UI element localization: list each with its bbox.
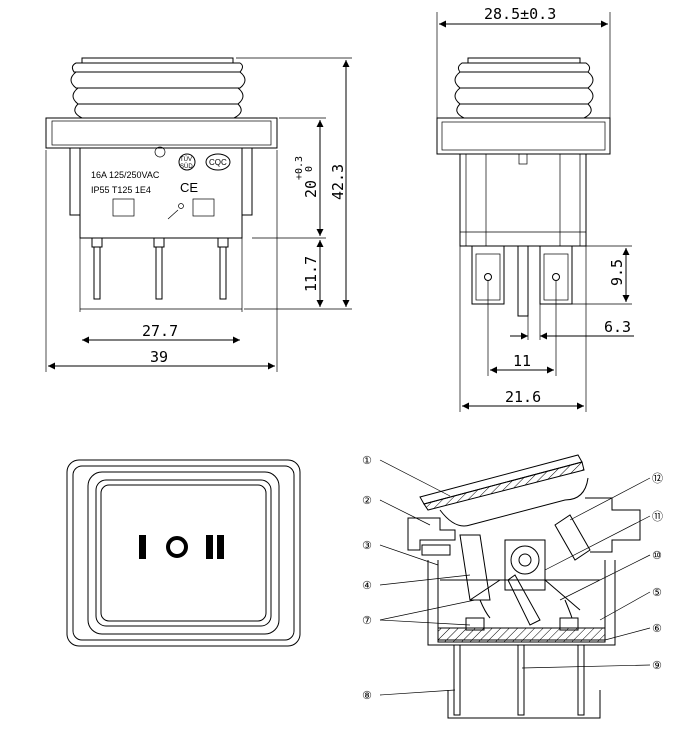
tuv-badge-top: TÜV — [180, 156, 192, 163]
marking-line2: IP55 T125 1E4 — [91, 185, 151, 195]
symbol-on-circle — [166, 536, 188, 558]
callout-3: ③ — [362, 539, 372, 552]
callout-2: ② — [362, 494, 372, 507]
callout-9: ⑨ — [652, 659, 662, 672]
tuv-badge-bottom: SÜD — [180, 163, 193, 170]
dim-height-total: 42.3 — [329, 164, 347, 200]
callout-8: ⑧ — [362, 689, 372, 702]
dim-tol-plus: +0.3 — [294, 156, 305, 180]
front-terminals — [91, 237, 229, 300]
dim-terminal-length: 11.7 — [302, 256, 320, 292]
symbol-off-bar — [139, 535, 146, 559]
dim-term-pitch: 11 — [513, 352, 531, 370]
section-view: ① ② ③ ④ ⑦ ⑧ ⑫ ⑪ ⑩ ⑤ ⑥ ⑨ — [362, 454, 663, 719]
front-view: 16A 125/250VAC IP55 T125 1E4 TÜV SÜD CQC… — [45, 57, 352, 372]
dim-height-body: 20 — [302, 180, 320, 198]
callout-4: ④ — [362, 579, 372, 592]
callout-leaders — [379, 459, 651, 696]
dim-inner-width: 27.7 — [142, 322, 178, 340]
dim-top-width: 28.5±0.3 — [484, 5, 556, 23]
symbol-ii-bar-1 — [206, 535, 213, 559]
top-view — [66, 459, 301, 647]
callout-5: ⑤ — [652, 586, 662, 599]
dim-tol-zero: 0 — [304, 166, 315, 172]
symbol-ii-bar-2 — [217, 535, 224, 559]
ce-mark: CE — [180, 180, 198, 195]
callout-10: ⑩ — [652, 549, 662, 562]
dim-base-width: 21.6 — [505, 388, 541, 406]
callout-1: ① — [362, 454, 372, 467]
dim-term-offset: 6.3 — [604, 318, 631, 336]
side-view: 28.5±0.3 9.5 6.3 — [436, 5, 634, 412]
callout-6: ⑥ — [652, 622, 662, 635]
cqc-badge: CQC — [209, 158, 227, 167]
callout-7: ⑦ — [362, 614, 372, 627]
dim-term-height: 9.5 — [608, 259, 626, 286]
callout-12: ⑫ — [652, 472, 663, 485]
dim-outer-width: 39 — [150, 348, 168, 366]
marking-line1: 16A 125/250VAC — [91, 170, 160, 180]
callout-11: ⑪ — [652, 510, 663, 523]
